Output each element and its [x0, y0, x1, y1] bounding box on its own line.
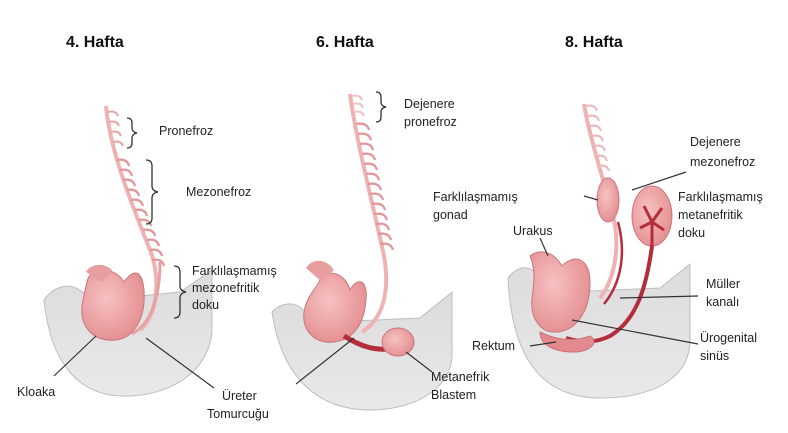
brace-mesonephros — [145, 159, 159, 225]
label-degen-1: Dejenere — [404, 97, 455, 111]
leader-muller — [619, 295, 699, 299]
leader-cord — [295, 337, 355, 385]
cloaca-shape — [303, 273, 367, 343]
label-blastema-1: Metanefrik — [431, 370, 490, 384]
allantois — [86, 264, 112, 282]
label-gonad-1: Farklılaşmamış — [433, 190, 518, 204]
label-degen-2: pronefroz — [404, 115, 457, 129]
metanephric-blastema — [381, 327, 415, 357]
mesonephric-duct — [131, 261, 162, 336]
label-degen-1: Dejenere — [690, 135, 741, 149]
label-degen-2: mezonefroz — [690, 155, 755, 169]
panel-week-8: 8. Hafta Dejene — [433, 34, 763, 399]
degenerate-mesonephros-tubules — [585, 104, 610, 172]
leader-gonad — [583, 195, 599, 201]
leader-ureter — [145, 337, 215, 389]
panel-week-6: 6. Hafta Deje — [271, 34, 490, 411]
nephrogenic-cord — [348, 93, 389, 334]
nephrogenic-cord — [582, 103, 619, 300]
leader-blastema — [405, 351, 433, 373]
leader-urachus — [539, 237, 549, 257]
degenerate-pronephros-tubules — [351, 94, 365, 117]
mullerian-duct — [603, 221, 624, 305]
label-rectum: Rektum — [472, 339, 515, 353]
label-urachus: Urakus — [513, 224, 553, 238]
leader-sinus — [571, 319, 699, 345]
pronephros-tubules — [107, 110, 124, 147]
brace-pronephros — [126, 117, 138, 149]
label-cloaca: Kloaka — [17, 385, 55, 399]
urogenital-sinus — [539, 331, 595, 353]
label-meta-2: metanefritik — [678, 208, 743, 222]
panel-title: 8. Hafta — [565, 34, 623, 51]
label-undiff-3: doku — [192, 298, 219, 312]
panel-week-4: 4. Hafta — [17, 34, 277, 421]
leader-degen-mesonephros — [631, 171, 687, 191]
label-blastema-2: Blastem — [431, 388, 476, 402]
panel-title: 6. Hafta — [316, 34, 374, 51]
label-pronephros: Pronefroz — [159, 124, 213, 138]
label-mesonephros: Mezonefroz — [186, 185, 251, 199]
cloaca-shape — [81, 269, 145, 341]
urachus-bladder — [529, 251, 591, 333]
brace-undifferentiated — [173, 265, 187, 319]
label-muller-1: Müller — [706, 277, 740, 291]
mesonephros-tubules — [355, 122, 395, 251]
label-muller-2: kanalı — [706, 295, 739, 309]
collecting-system — [639, 205, 665, 246]
mesonephros-tubules — [116, 158, 166, 267]
allantois — [306, 260, 334, 282]
undifferentiated-gonad — [596, 177, 620, 223]
label-meta-1: Farklılaşmamış — [678, 190, 763, 204]
leader-cloaca — [53, 335, 97, 377]
panel-title: 4. Hafta — [66, 34, 124, 51]
label-sinus-1: Ürogenital — [700, 331, 757, 345]
label-undiff-2: mezonefritik — [192, 281, 260, 295]
brace-degenerate-pronephros — [375, 91, 387, 123]
label-ureter-1: Üreter — [222, 389, 257, 403]
label-gonad-2: gonad — [433, 208, 468, 222]
label-sinus-2: sinüs — [700, 349, 729, 363]
label-ureter-2: Tomurcuğu — [207, 407, 269, 421]
label-undiff-1: Farklılaşmamış — [192, 264, 277, 278]
label-meta-3: doku — [678, 226, 705, 240]
leader-rectum — [529, 341, 557, 347]
